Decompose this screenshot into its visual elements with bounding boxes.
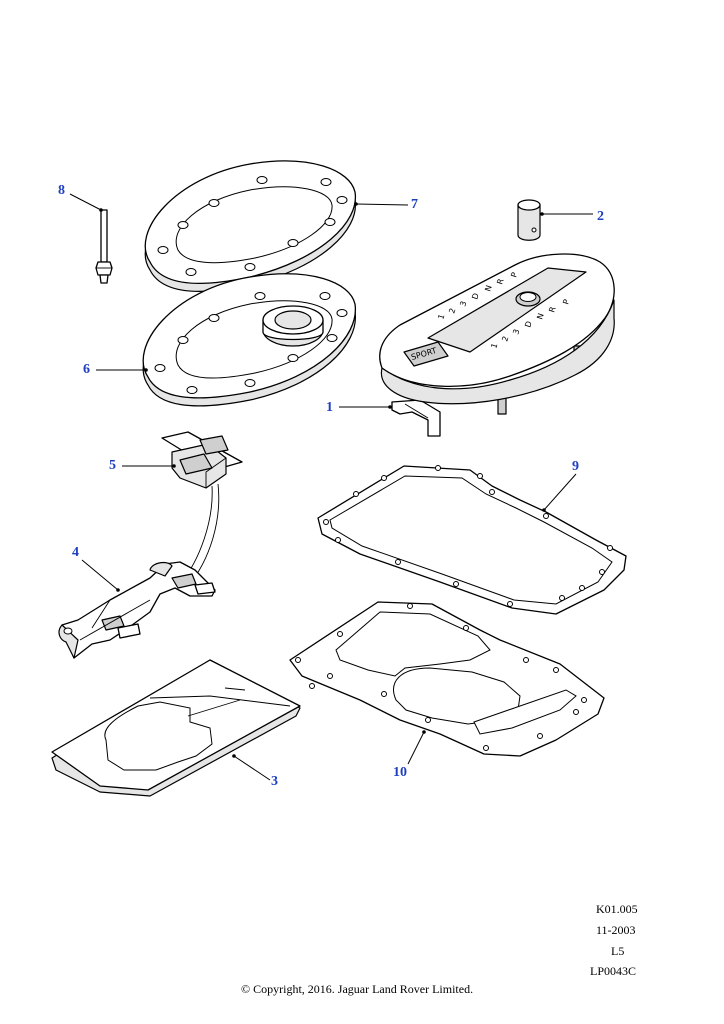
callout-4[interactable]: 4 (72, 545, 79, 560)
leader-10 (407, 731, 425, 765)
part-9-gasket[interactable] (317, 465, 627, 615)
part-2-bushing[interactable] (517, 199, 541, 241)
gear-letter: P (561, 298, 571, 306)
leader-9 (543, 473, 577, 511)
gear-letter: D (523, 320, 533, 329)
part-6-bolt-holes (154, 292, 348, 394)
gear-letter: 2 (500, 335, 510, 343)
leader-4 (81, 559, 119, 591)
callout-10[interactable]: 10 (393, 765, 407, 780)
gear-letter: N (535, 312, 545, 320)
part-4-bracket[interactable] (58, 561, 216, 659)
part-1-selector-housing[interactable]: SPORT (379, 253, 615, 437)
callout-8[interactable]: 8 (58, 183, 65, 198)
copyright-notice: © Copyright, 2016. Jaguar Land Rover Lim… (241, 982, 474, 996)
gear-letter: P (509, 271, 519, 279)
reference-date: 11-2003 (596, 923, 636, 937)
gear-letter: 2 (447, 307, 457, 315)
part-10-bolt-holes (295, 603, 587, 751)
gear-letter: D (470, 292, 480, 301)
gear-letter: N (483, 284, 493, 292)
callout-9[interactable]: 9 (572, 459, 579, 474)
callout-1[interactable]: 1 (326, 400, 333, 415)
gear-letter: 1 (489, 342, 499, 350)
leader-3 (233, 755, 271, 781)
part-5-switch-module[interactable] (161, 431, 243, 489)
callout-7[interactable]: 7 (411, 197, 418, 212)
gear-letter: R (547, 305, 557, 313)
reference-level: L5 (611, 944, 625, 958)
callout-3[interactable]: 3 (271, 774, 278, 789)
part-6-seal-plate[interactable] (142, 273, 356, 407)
gear-letter: 3 (458, 300, 468, 308)
part-3-pad[interactable] (51, 659, 301, 797)
part-9-bolt-holes (323, 465, 613, 607)
part-10-base-gasket[interactable] (289, 601, 605, 757)
leader-lines (69, 193, 593, 781)
callout-5[interactable]: 5 (109, 458, 116, 473)
part-8-pin[interactable] (95, 209, 113, 284)
gear-letter: 1 (436, 313, 446, 321)
part-7-gasket[interactable] (144, 160, 357, 292)
part-7-bolt-holes (157, 176, 348, 276)
gear-indicator-left: P R N D 3 2 1 (436, 271, 519, 321)
gear-letter: 3 (511, 328, 521, 336)
leader-8 (69, 193, 102, 211)
gear-indicator-right: P R N D 3 2 1 (489, 298, 571, 350)
gear-letter: R (495, 277, 505, 285)
callout-2[interactable]: 2 (597, 209, 604, 224)
callout-6[interactable]: 6 (83, 362, 90, 377)
reference-code: K01.005 (596, 902, 638, 916)
illustration-code: LP0043C (590, 964, 637, 978)
leader-7 (355, 203, 409, 206)
